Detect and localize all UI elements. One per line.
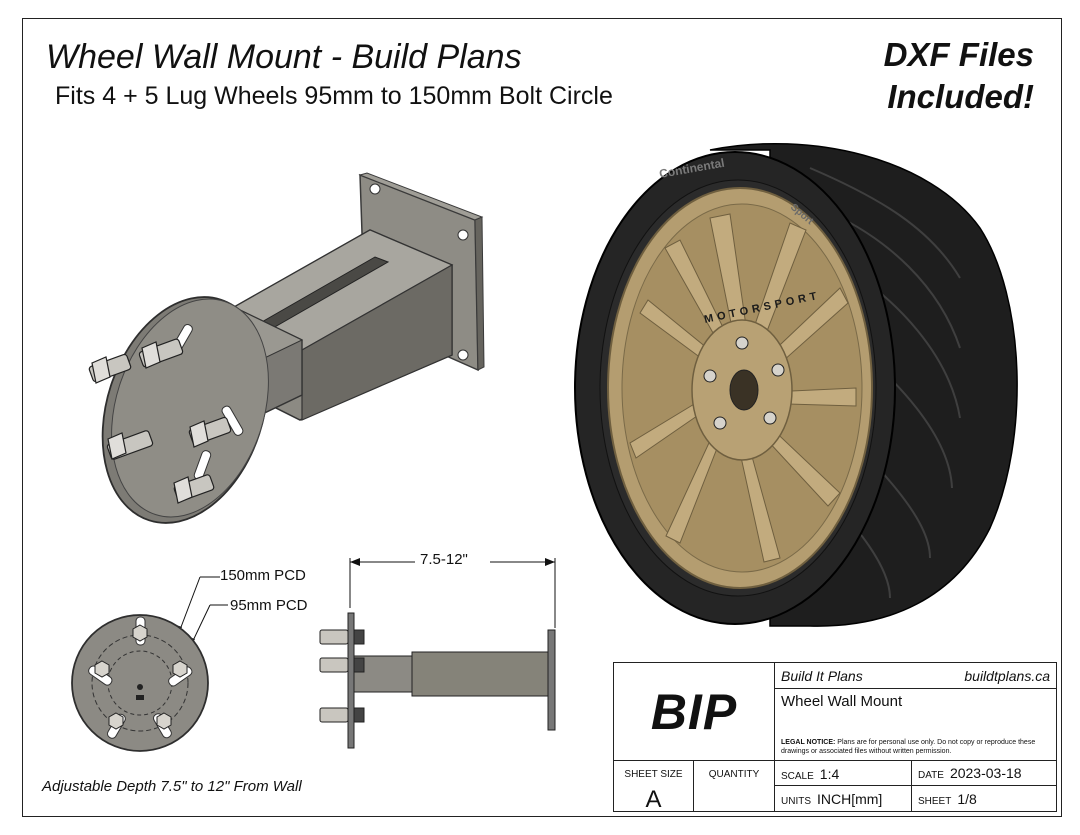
wheel-render: MOTORSPORT Continental Sport bbox=[574, 142, 1018, 627]
side-wheel-plate bbox=[347, 612, 355, 749]
units-value: INCH[mm] bbox=[817, 791, 883, 807]
title-block-logo: BIP bbox=[614, 663, 775, 761]
page-title: Wheel Wall Mount - Build Plans bbox=[46, 38, 522, 76]
scale-cell: SCALE 1:4 bbox=[775, 761, 912, 786]
depth-caption: Adjustable Depth 7.5" to 12" From Wall bbox=[42, 778, 302, 795]
sheet-size-value: A bbox=[645, 786, 662, 813]
date-cell: DATE 2023-03-18 bbox=[912, 761, 1056, 786]
title-block-firm: Build It Plans buildtplans.ca bbox=[775, 663, 1056, 689]
dxf-line-2: Included! bbox=[887, 78, 1034, 115]
plate-nuts bbox=[94, 624, 188, 730]
mount-side-view bbox=[319, 558, 556, 749]
page-subtitle: Fits 4 + 5 Lug Wheels 95mm to 150mm Bolt… bbox=[55, 82, 613, 110]
dxf-line-1: DXF Files bbox=[883, 36, 1034, 73]
scale-value: 1:4 bbox=[819, 766, 840, 782]
sheet-border bbox=[22, 18, 1062, 817]
legal-notice-text: Plans are for personal use only. Do not … bbox=[781, 739, 1036, 755]
units-cell: UNITS INCH[mm] bbox=[775, 786, 912, 811]
lug-stud bbox=[88, 338, 232, 504]
firm-name: Build It Plans bbox=[781, 668, 863, 684]
depth-dimension-label: 7.5-12" bbox=[420, 551, 468, 568]
title-block: BIP Build It Plans buildtplans.ca Wheel … bbox=[613, 662, 1057, 813]
scale-label: SCALE bbox=[781, 771, 814, 782]
sheet-cell: SHEET 1/8 bbox=[912, 786, 1056, 811]
units-label: UNITS bbox=[781, 796, 811, 807]
title-block-part: Wheel Wall Mount LEGAL NOTICE: Plans are… bbox=[775, 689, 1056, 761]
sheet-value: 1/8 bbox=[957, 791, 977, 807]
sheet-size-label: SHEET SIZE bbox=[624, 769, 683, 780]
date-label: DATE bbox=[918, 770, 944, 781]
pcd-inner-label: 95mm PCD bbox=[230, 597, 308, 614]
quantity-label: QUANTITY bbox=[708, 769, 760, 780]
sheet-size-cell: SHEET SIZE A bbox=[614, 761, 694, 813]
firm-website[interactable]: buildtplans.ca bbox=[964, 668, 1050, 684]
pcd-outer-label: 150mm PCD bbox=[220, 567, 306, 584]
quantity-cell: QUANTITY bbox=[694, 761, 775, 811]
part-name: Wheel Wall Mount bbox=[781, 693, 903, 710]
legal-notice: LEGAL NOTICE: Plans are for personal use… bbox=[781, 738, 1049, 756]
lug-nut bbox=[703, 336, 785, 430]
date-value: 2023-03-18 bbox=[949, 765, 1022, 781]
sheet-label: SHEET bbox=[918, 796, 952, 807]
legal-notice-label: LEGAL NOTICE: bbox=[781, 739, 836, 746]
plate-front-view bbox=[71, 576, 228, 752]
side-wall-plate bbox=[547, 629, 556, 731]
dxf-callout: DXF Files Included! bbox=[884, 34, 1034, 118]
mount-isometric-render bbox=[88, 172, 485, 524]
